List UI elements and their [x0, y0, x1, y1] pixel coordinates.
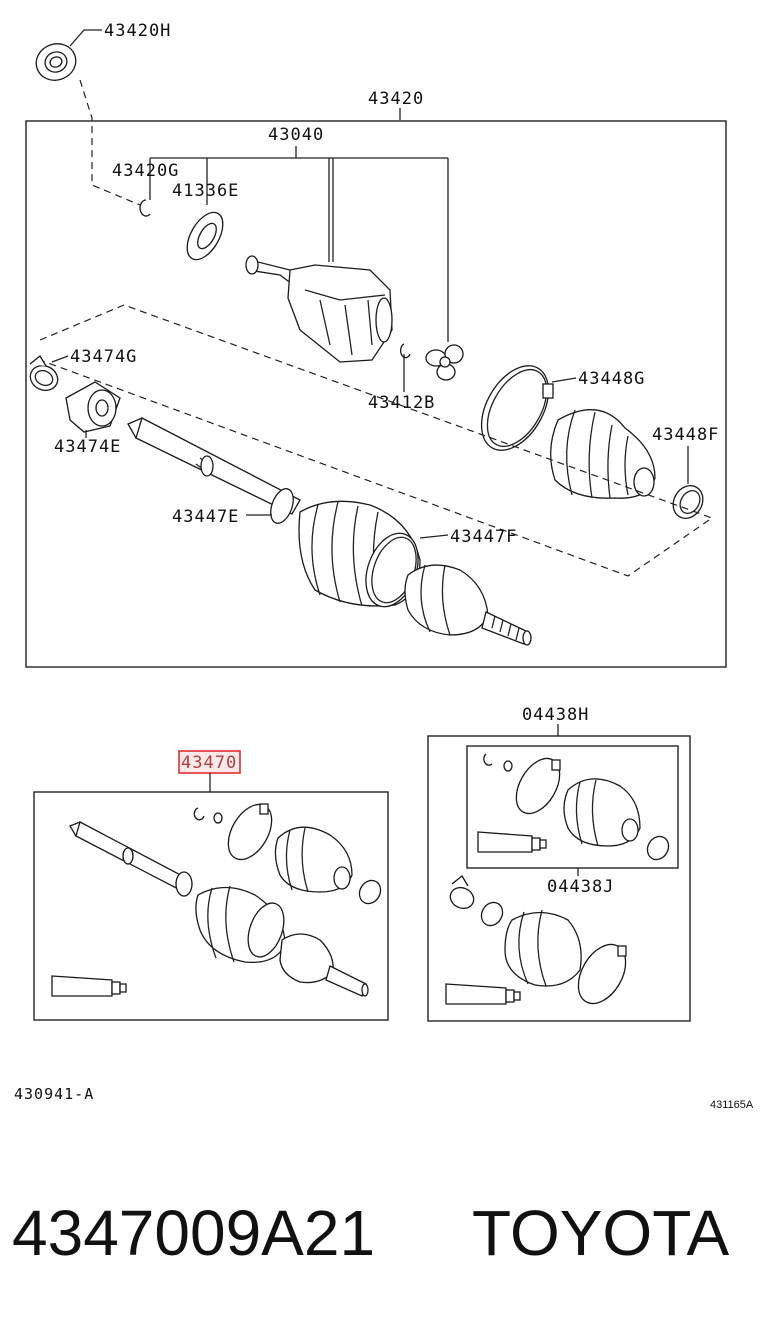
oil-seal-43420h[interactable] — [31, 38, 81, 86]
assembly-box-43420 — [25, 120, 727, 668]
boot-band-43447e[interactable] — [266, 486, 297, 527]
boot-band-43448f[interactable] — [667, 480, 708, 523]
kit-box-04438j — [466, 745, 679, 869]
label-43470[interactable]: 43470 — [181, 753, 237, 773]
label-04438h[interactable]: 04438H — [522, 705, 589, 725]
label-43040[interactable]: 43040 — [268, 125, 324, 145]
outboard-cv-joint[interactable] — [404, 564, 532, 646]
label-43448f[interactable]: 43448F — [652, 425, 719, 445]
kit-04438h-parts[interactable] — [445, 875, 635, 1012]
label-43412b[interactable]: 43412B — [368, 393, 435, 413]
drive-shaft-main[interactable] — [127, 417, 301, 515]
kit-43470-parts[interactable] — [51, 797, 385, 997]
label-43420h[interactable]: 43420H — [104, 21, 171, 41]
part-number: 4347009A21 — [12, 1197, 375, 1269]
label-43448g[interactable]: 43448G — [578, 369, 645, 389]
inboard-group-outline — [39, 304, 714, 577]
label-43447e[interactable]: 43447E — [172, 507, 239, 527]
damper-43474e[interactable] — [65, 381, 121, 433]
label-41336e[interactable]: 41336E — [172, 181, 239, 201]
label-43420[interactable]: 43420 — [368, 89, 424, 109]
snap-ring-43412b[interactable] — [399, 343, 411, 359]
kit-04438j-parts[interactable] — [477, 751, 673, 863]
diagram-ref-left: 430941-A — [14, 1085, 94, 1103]
label-43420g[interactable]: 43420G — [112, 161, 179, 181]
boot-band-43448g[interactable] — [468, 354, 562, 462]
label-43447f[interactable]: 43447F — [450, 527, 517, 547]
kit-box-04438h — [427, 735, 691, 1022]
label-04438j[interactable]: 04438J — [547, 877, 614, 897]
diagram-ref-right: 431165A — [710, 1099, 754, 1111]
inboard-joint-housing[interactable] — [245, 255, 393, 363]
label-43474e[interactable]: 43474E — [54, 437, 121, 457]
inboard-boot[interactable] — [550, 409, 656, 499]
label-43474g[interactable]: 43474G — [70, 347, 137, 367]
snap-ring-43420g[interactable] — [139, 199, 151, 217]
assembly-box-43470 — [33, 791, 389, 1021]
brand-name: TOYOTA — [472, 1197, 730, 1269]
washer-41336e[interactable] — [180, 206, 230, 265]
clamp-43474g[interactable] — [26, 355, 62, 395]
tripod-joint[interactable] — [425, 344, 464, 381]
